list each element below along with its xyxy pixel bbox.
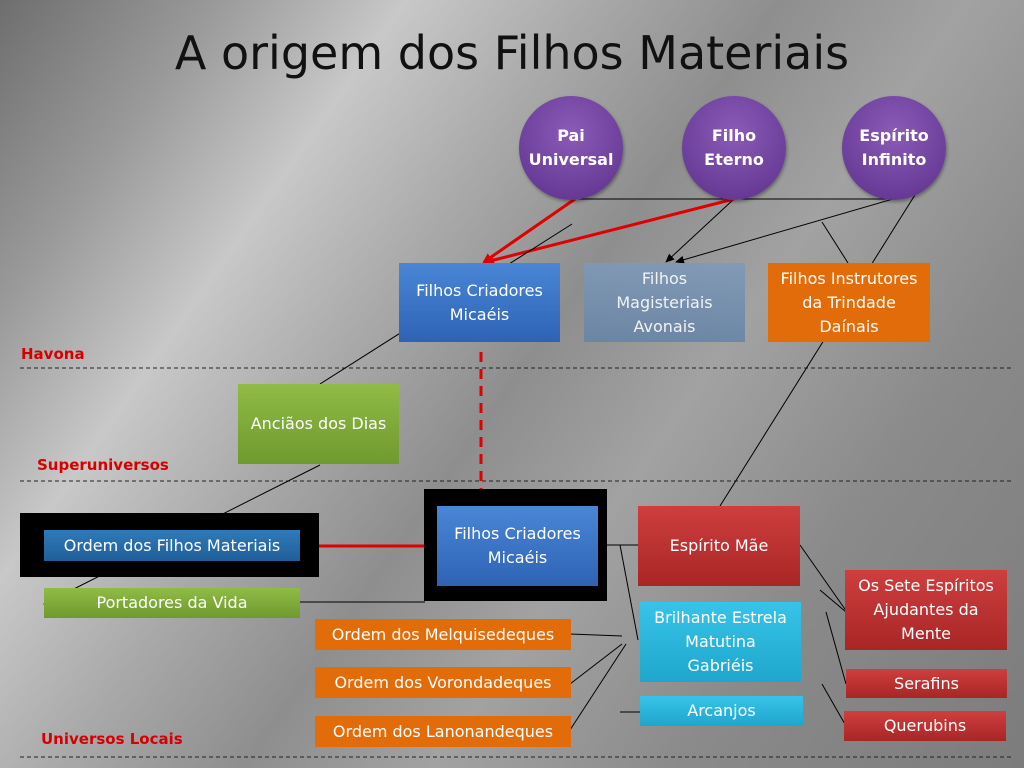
magisteriais-line1: Filhos bbox=[641, 268, 688, 288]
espirito-label-line2: Infinito bbox=[861, 150, 927, 169]
sete-line2: Ajudantes da bbox=[873, 600, 979, 619]
sete-line1: Os Sete Espíritos bbox=[858, 576, 994, 595]
region-universos-locais: Universos Locais bbox=[41, 730, 183, 748]
instrutores-line2: da Trindade bbox=[802, 292, 896, 312]
serafins-box: Serafins bbox=[846, 669, 1007, 698]
criadores-top-line2: Micaéis bbox=[449, 304, 510, 324]
criadores-top-line1: Filhos Criadores bbox=[416, 280, 543, 300]
criadores-local-line1: Filhos Criadores bbox=[454, 524, 581, 543]
criadores-local-line2: Micaéis bbox=[487, 548, 548, 567]
instrutores-line1: Filhos Instrutores bbox=[780, 268, 918, 288]
brilhante-line3: Gabriéis bbox=[687, 656, 754, 675]
espirito-mae-box: Espírito Mãe bbox=[638, 506, 800, 586]
filho-label-line2: Eterno bbox=[704, 150, 764, 169]
sete-line3: Mente bbox=[901, 624, 951, 643]
magisteriais-line3: Avonais bbox=[633, 316, 696, 336]
magisteriais-line2: Magisteriais bbox=[616, 292, 713, 312]
brilhante-line1: Brilhante Estrela bbox=[654, 608, 787, 627]
brilhante-line2: Matutina bbox=[685, 632, 756, 651]
lanonandeques-box: Ordem dos Lanonandeques bbox=[315, 716, 571, 747]
ancioes-dos-dias-box: Anciãos dos Dias bbox=[238, 384, 399, 464]
pai-label-line2: Universal bbox=[528, 150, 614, 169]
pai-label-line1: Pai bbox=[557, 126, 585, 145]
instrutores-line3: Daínais bbox=[819, 316, 879, 336]
portadores-da-vida-box: Portadores da Vida bbox=[44, 588, 300, 618]
region-havona: Havona bbox=[21, 345, 85, 363]
melquisedeques-box: Ordem dos Melquisedeques bbox=[315, 619, 571, 650]
ordem-filhos-materiais-box: Ordem dos Filhos Materiais bbox=[44, 530, 300, 561]
page-title: A origem dos Filhos Materiais bbox=[174, 26, 850, 80]
arcanjos-box: Arcanjos bbox=[640, 696, 803, 726]
espirito-label-line1: Espírito bbox=[859, 126, 929, 145]
vorondadeques-box: Ordem dos Vorondadeques bbox=[315, 667, 571, 698]
filho-label-line1: Filho bbox=[711, 126, 757, 145]
region-superuniversos: Superuniversos bbox=[37, 456, 169, 474]
querubins-box: Querubins bbox=[844, 711, 1006, 741]
